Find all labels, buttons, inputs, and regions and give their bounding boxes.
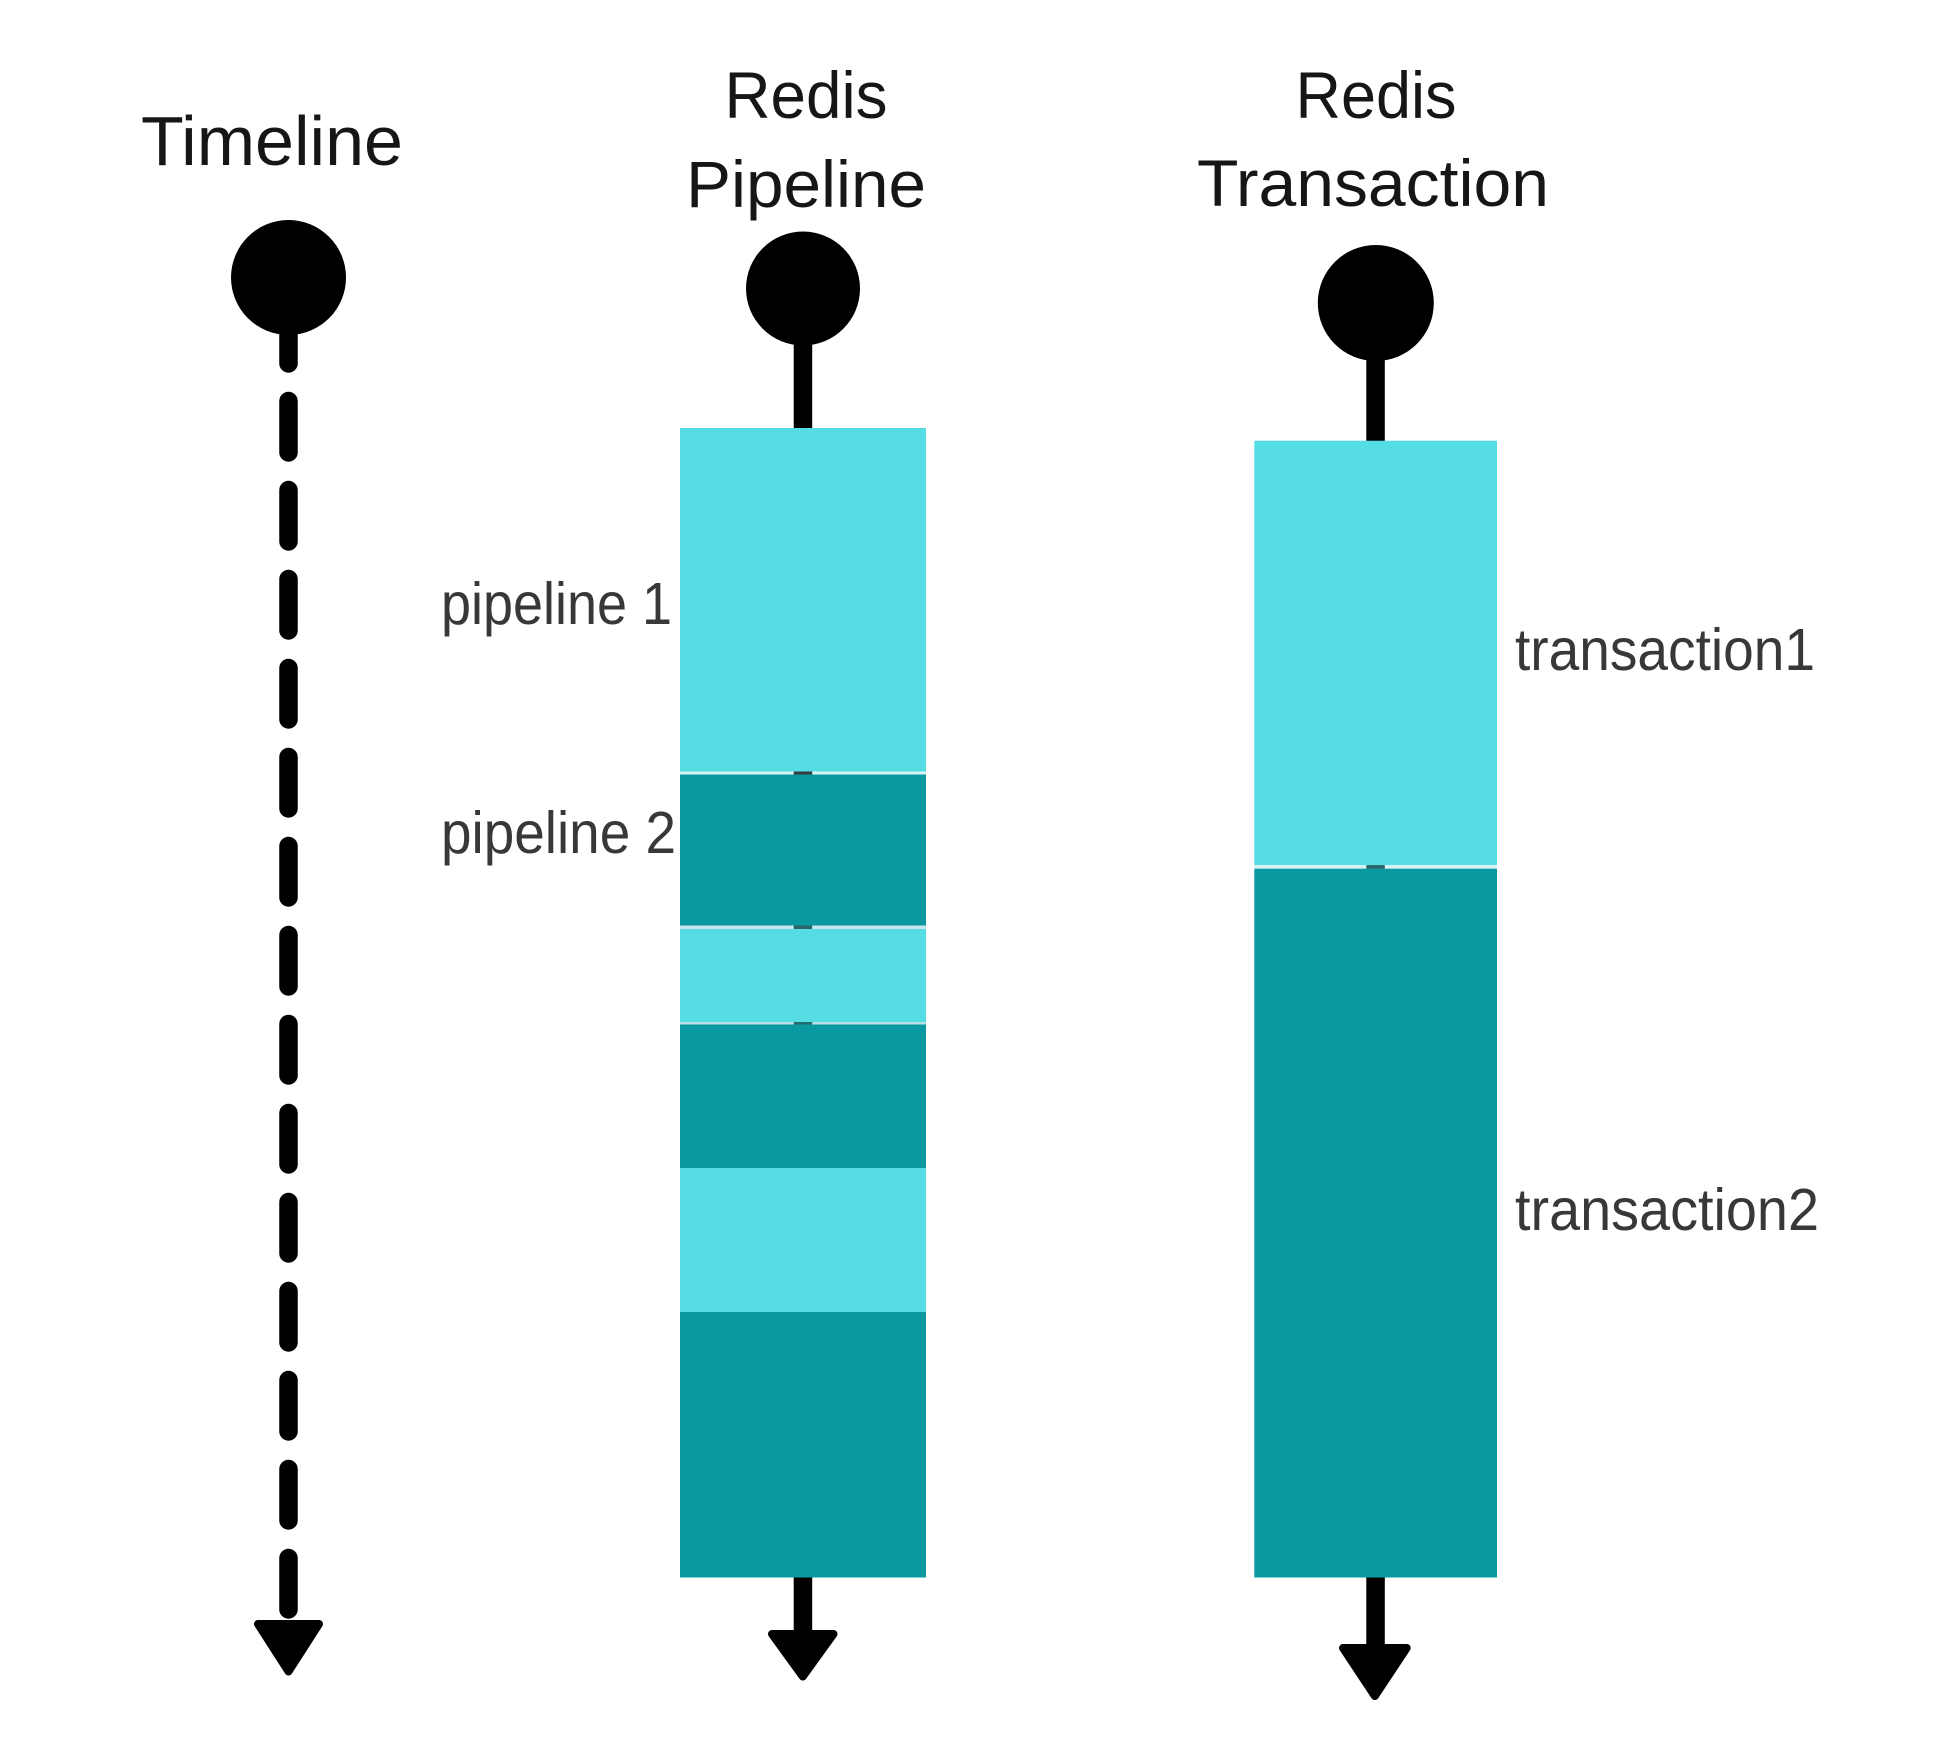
svg-text:transaction2: transaction2 <box>1515 1177 1819 1243</box>
svg-text:pipeline 2: pipeline 2 <box>441 800 676 866</box>
svg-text:Redis: Redis <box>725 58 888 132</box>
svg-text:Redis: Redis <box>1296 58 1457 132</box>
svg-text:Timeline: Timeline <box>141 102 403 180</box>
svg-text:transaction1: transaction1 <box>1515 617 1815 683</box>
svg-text:Pipeline: Pipeline <box>686 147 926 221</box>
svg-text:pipeline 1: pipeline 1 <box>441 571 672 637</box>
svg-text:Transaction: Transaction <box>1197 146 1549 220</box>
